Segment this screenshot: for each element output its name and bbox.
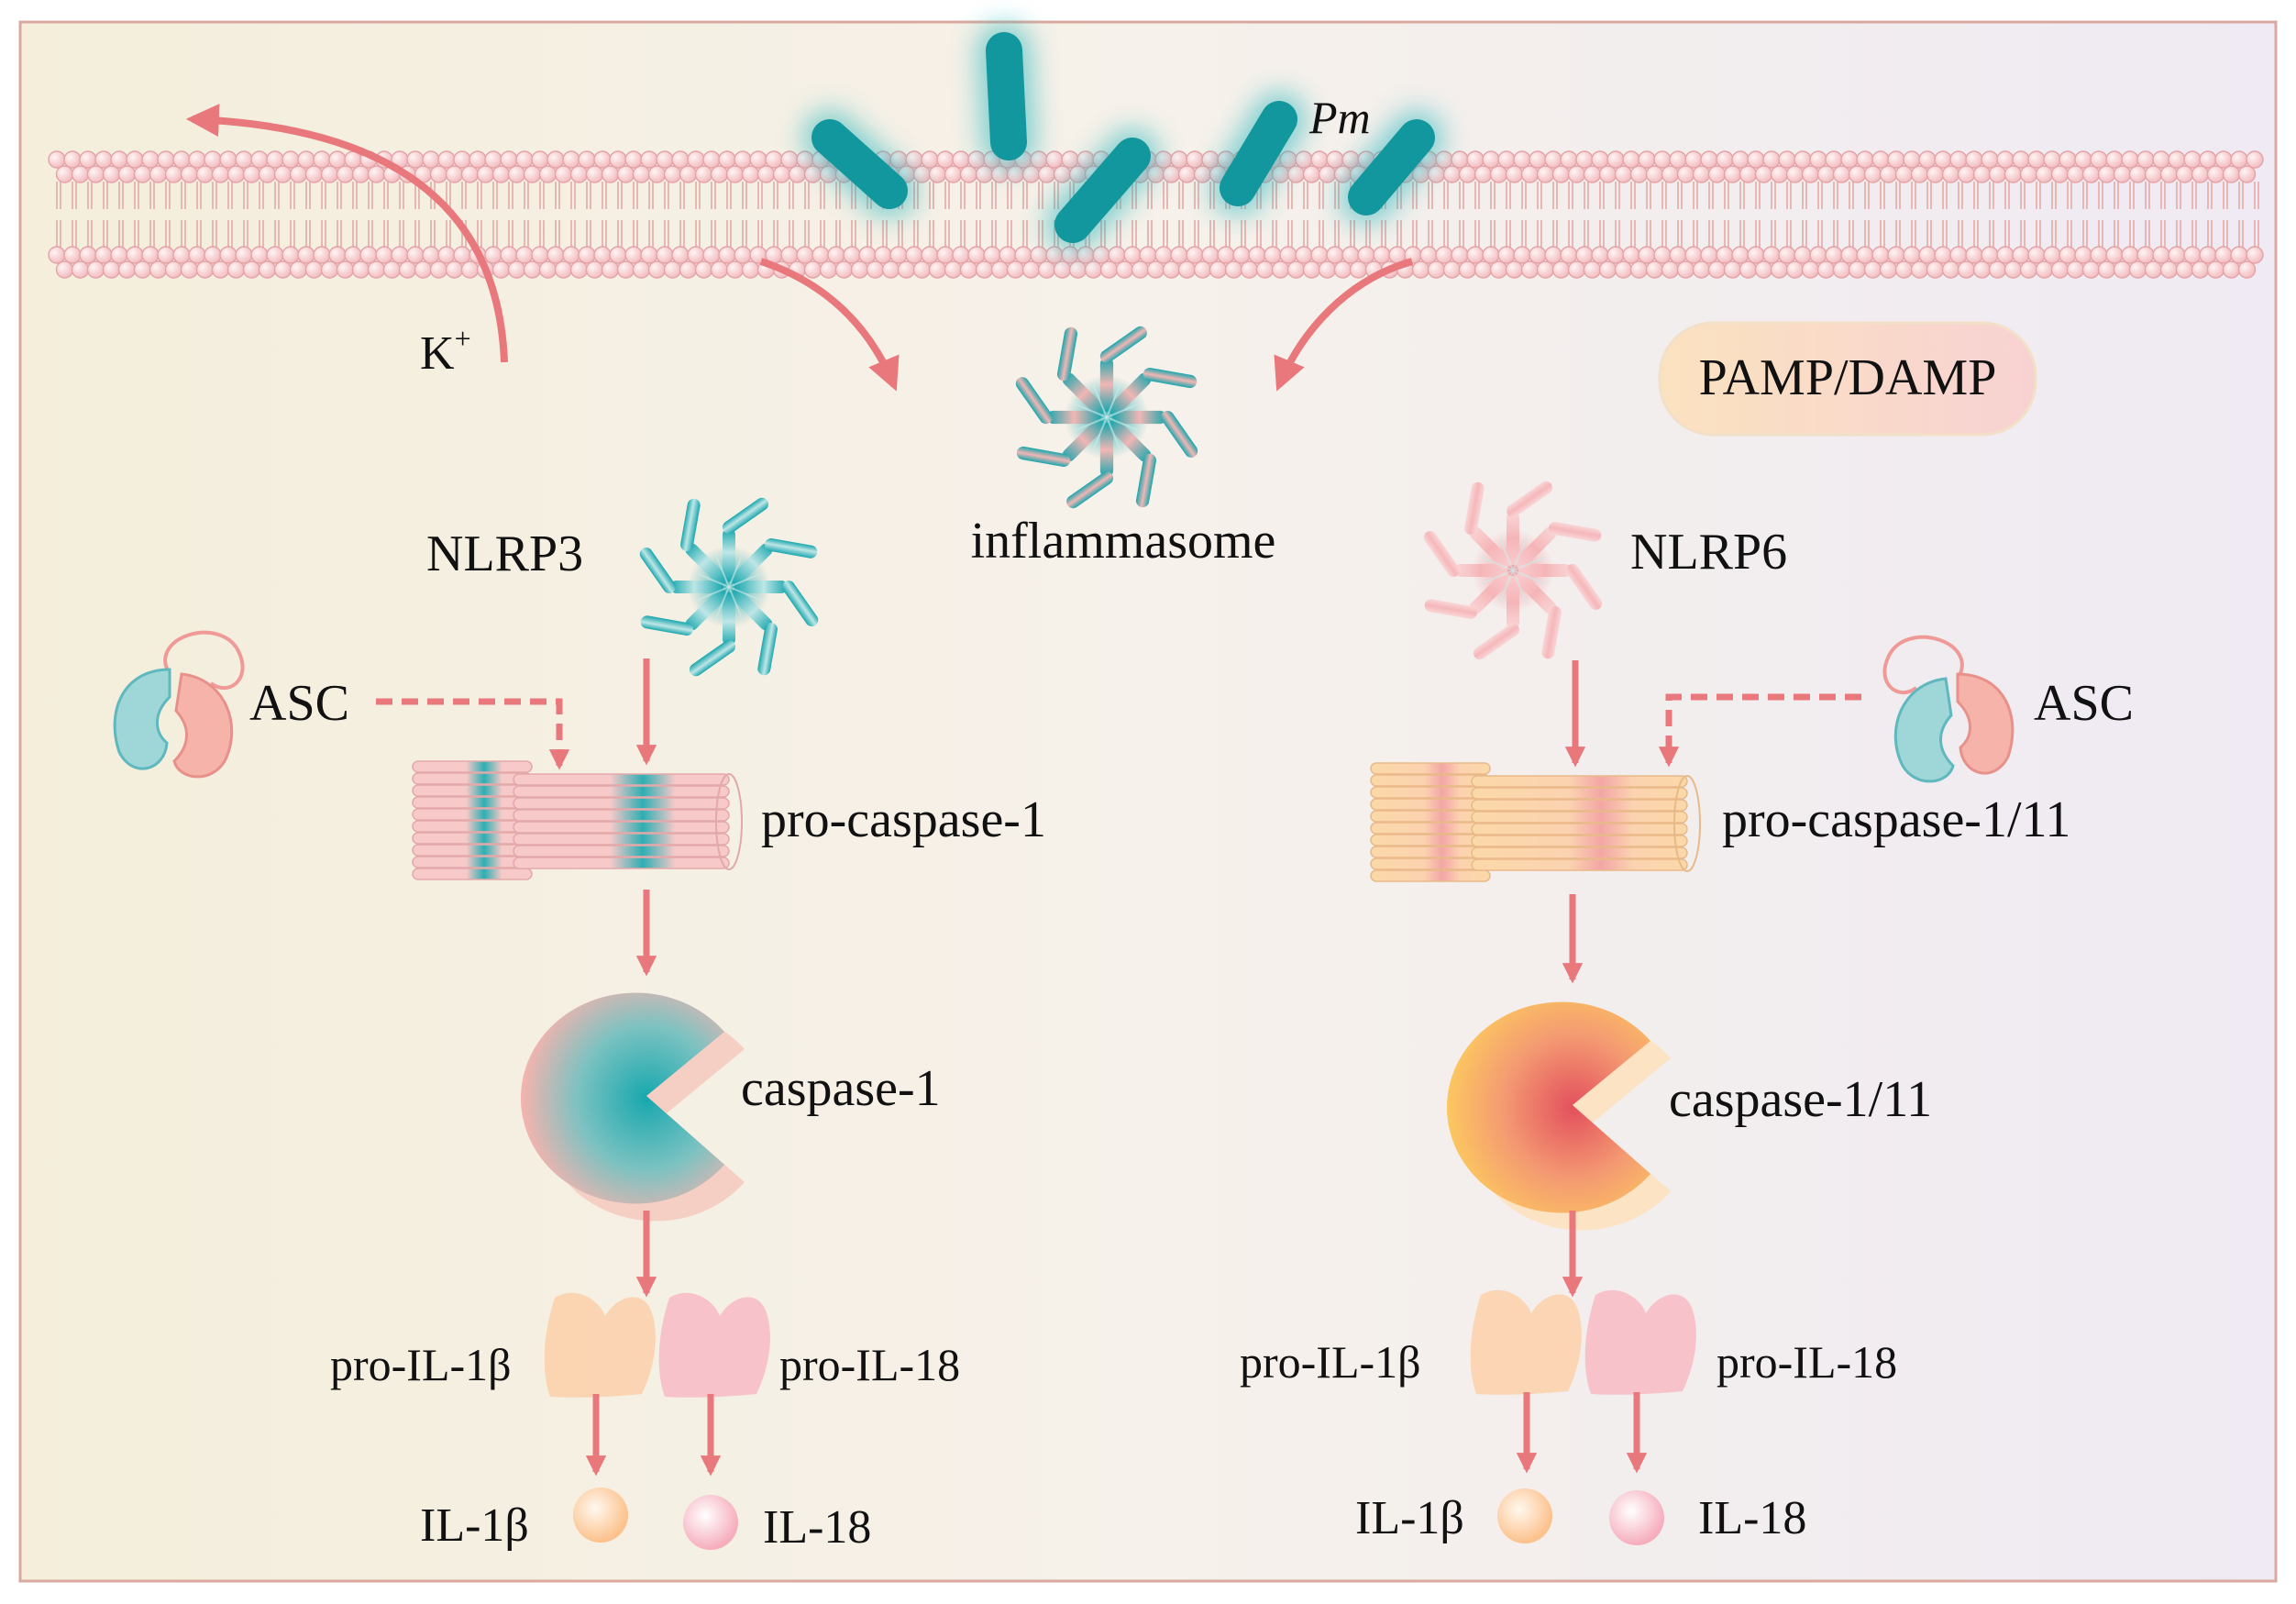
- asc-protein-right-icon: [1882, 635, 2015, 783]
- il-18-left-icon: [683, 1495, 738, 1550]
- arrow-membrane-to-inflammasome-left: [759, 258, 900, 392]
- background-panel: [18, 20, 2278, 1583]
- cell-membrane: [48, 150, 2264, 279]
- il-1b-label-left: IL-1β: [420, 1499, 529, 1552]
- caspase-1-icon: [520, 992, 745, 1222]
- potassium-ion-label: K+: [420, 322, 471, 380]
- caspase-1-11-label: caspase-1/11: [1669, 1071, 1932, 1128]
- asc-dashed-arrow-left: [376, 698, 570, 770]
- nlrp6-label: NLRP6: [1630, 524, 1787, 581]
- pathogen-label: Pm: [1308, 92, 1371, 143]
- caspase-1-label: caspase-1: [741, 1060, 941, 1117]
- inflammasome-complex-icon: [1015, 326, 1198, 509]
- il-18-label-right: IL-18: [1698, 1492, 1806, 1544]
- pro-il-1b-label-left: pro-IL-1β: [330, 1339, 512, 1390]
- il-1b-label-right: IL-1β: [1355, 1492, 1464, 1544]
- asc-label-right: ASC: [2034, 675, 2134, 732]
- inflammasome-label: inflammasome: [971, 513, 1276, 570]
- pro-il-1b-right-icon: [1470, 1289, 1582, 1395]
- il-1b-left-icon: [573, 1488, 628, 1543]
- pro-il-18-label-left: pro-IL-18: [779, 1339, 960, 1390]
- pamp-damp-badge: [1658, 321, 2037, 437]
- il-18-label-left: IL-18: [763, 1501, 871, 1554]
- pro-il-1b-label-right: pro-IL-1β: [1240, 1336, 1421, 1388]
- pro-il-18-left-icon: [658, 1292, 770, 1398]
- pro-caspase-1-bundle-icon: [412, 760, 743, 880]
- asc-dashed-arrow-right: [1658, 693, 1861, 768]
- pro-il-18-label-right: pro-IL-18: [1716, 1336, 1897, 1388]
- pro-il-1b-left-icon: [544, 1292, 656, 1398]
- nlrp6-complex-icon: [1423, 481, 1603, 660]
- arrow-membrane-to-inflammasome-right: [1274, 258, 1414, 392]
- nlrp3-complex-icon: [639, 497, 819, 677]
- pathogen-rods: [802, 23, 1444, 252]
- pro-caspase-1-label: pro-caspase-1: [761, 791, 1046, 848]
- il-18-right-icon: [1609, 1490, 1664, 1545]
- caspase-1-11-icon: [1446, 1001, 1671, 1231]
- il-1b-right-icon: [1497, 1488, 1552, 1543]
- pro-caspase-1-11-bundle-icon: [1370, 762, 1701, 882]
- asc-label-left: ASC: [249, 675, 349, 732]
- pro-caspase-1-11-label: pro-caspase-1/11: [1722, 791, 2070, 848]
- pro-il-18-right-icon: [1584, 1289, 1696, 1395]
- pamp-damp-label: PAMP/DAMP: [1699, 349, 1997, 406]
- k-efflux-arrow: [185, 104, 508, 363]
- nlrp3-label: NLRP3: [426, 525, 583, 582]
- asc-protein-left-icon: [113, 630, 245, 779]
